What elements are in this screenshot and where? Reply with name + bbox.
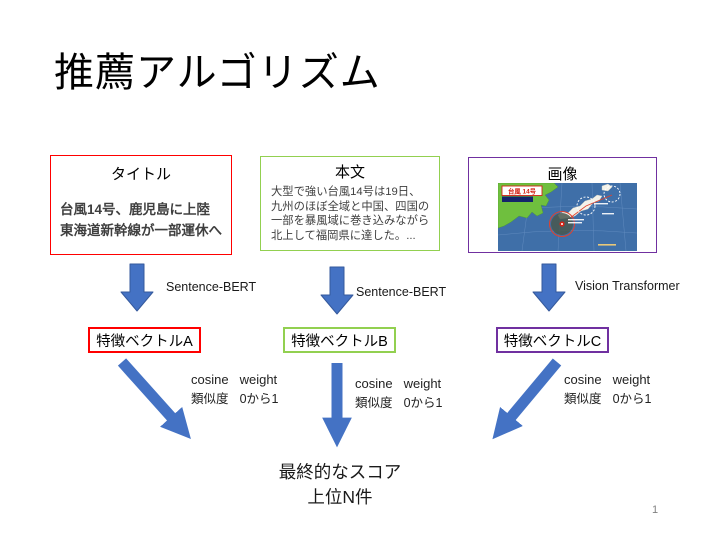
map-micro-labels (568, 203, 614, 224)
down-arrow-image (532, 263, 566, 312)
feature-vector-b-box: 特徴ベクトルB (283, 327, 396, 353)
final-score-text: 最終的なスコア 上位N件 (248, 460, 432, 511)
typhoon-map-image: 台風 14号 (498, 183, 637, 251)
weight-label-c: weight 0から1 (612, 372, 652, 406)
cosine-similarity-label-b: cosine 類似度 (355, 376, 393, 410)
arrow-c-to-score (492, 358, 562, 440)
page-number: 1 (652, 504, 659, 516)
feature-vector-c-box: 特徴ベクトルC (496, 327, 609, 353)
score-arrows (117, 358, 562, 448)
map-forecast-circle-2 (603, 185, 621, 203)
weight-label-b: weight 0から1 (403, 376, 443, 410)
map-typhoon-eye (561, 223, 563, 225)
map-banner-label: 台風 14号 (508, 186, 537, 195)
final-score-line1: 最終的なスコア (278, 462, 402, 482)
down-arrow-title (120, 263, 154, 312)
final-score-line2: 上位N件 (307, 487, 373, 508)
body-source-text: 大型で強い台風14号は19日、九州のほぼ全域と中国、四国の一部を暴風域に巻き込み… (271, 186, 430, 243)
encoder-label-sentence-bert-2: Sentence-BERT (356, 285, 447, 299)
down-arrow-body (320, 266, 354, 315)
arrow-a-to-score (117, 358, 191, 439)
encoder-label-vision-transformer: Vision Transformer (575, 279, 680, 293)
feature-vector-b-label: 特徴ベクトルB (291, 333, 388, 350)
map-date-banner (502, 196, 533, 202)
title-source-line2: 東海道新幹線が一部運休へ (60, 222, 222, 238)
cosine-similarity-label-a: cosine 類似度 (191, 372, 229, 406)
map-storm-ring (549, 211, 575, 237)
score-params-a: cosine 類似度 weight 0から1 (191, 372, 278, 407)
image-source-header: 画像 (547, 166, 578, 183)
feature-vector-a-label: 特徴ベクトルA (96, 333, 193, 350)
weight-label-a: weight 0から1 (239, 372, 279, 406)
map-banner-box (501, 185, 543, 196)
slide-title: 推薦アルゴリズム (54, 51, 381, 95)
body-source-header: 本文 (334, 164, 365, 181)
title-source-text: 台風14号、鹿児島に上陸 東海道新幹線が一部運休へ (60, 200, 223, 242)
body-source-box: 本文 大型で強い台風14号は19日、九州のほぼ全域と中国、四国の一部を暴風域に巻… (260, 156, 440, 251)
map-forecast-circle-1 (576, 196, 596, 216)
title-source-line1: 台風14号、鹿児島に上陸 (60, 202, 211, 217)
feature-vector-c-label: 特徴ベクトルC (503, 333, 602, 350)
feature-vector-a-box: 特徴ベクトルA (88, 327, 201, 353)
score-params-c: cosine 類似度 weight 0から1 (564, 372, 651, 407)
title-source-header: タイトル (110, 166, 171, 183)
encoder-label-sentence-bert-1: Sentence-BERT (166, 280, 257, 294)
map-credit-mark (598, 244, 616, 246)
score-params-b: cosine 類似度 weight 0から1 (355, 376, 442, 411)
cosine-similarity-label-c: cosine 類似度 (564, 372, 602, 406)
title-source-box: タイトル 台風14号、鹿児島に上陸 東海道新幹線が一部運休へ (50, 155, 232, 255)
map-land-hokkaido (601, 183, 613, 192)
